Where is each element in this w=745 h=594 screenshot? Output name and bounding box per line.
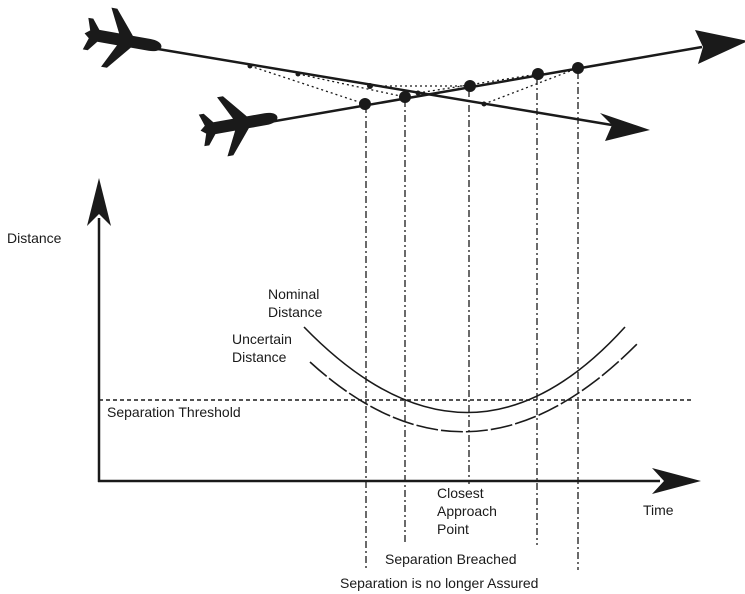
arrowhead-icon	[600, 113, 650, 141]
uncertain-distance-curve	[309, 343, 638, 433]
projection-lines	[365, 72, 579, 570]
aircraft-2-trajectory	[257, 45, 703, 126]
separation-not-assured-label: Separation is no longer Assured	[340, 574, 539, 592]
arrowhead-icon	[87, 178, 111, 226]
airplane-icon	[79, 3, 167, 77]
closest-approach-label: Closest Approach Point	[437, 485, 497, 537]
separation-threshold-label: Separation Threshold	[107, 403, 241, 421]
arrowhead-icon	[652, 468, 701, 494]
arrowhead-icon	[695, 30, 745, 64]
separation-dotted-lines	[249, 65, 579, 105]
nominal-distance-label: Nominal Distance	[268, 286, 323, 320]
separation-breached-label: Separation Breached	[385, 550, 517, 568]
uncertain-distance-label: Uncertain Distance	[232, 331, 292, 365]
aircraft-1-positions	[247, 63, 487, 107]
aircraft-2-positions	[359, 62, 584, 110]
distance-axis-label: Distance	[7, 230, 62, 246]
airplane-icon	[195, 87, 283, 161]
nominal-distance-curve	[303, 326, 626, 414]
time-axis-label: Time	[643, 502, 674, 518]
distance-time-plot	[87, 178, 701, 494]
trajectory-panel	[79, 3, 745, 161]
